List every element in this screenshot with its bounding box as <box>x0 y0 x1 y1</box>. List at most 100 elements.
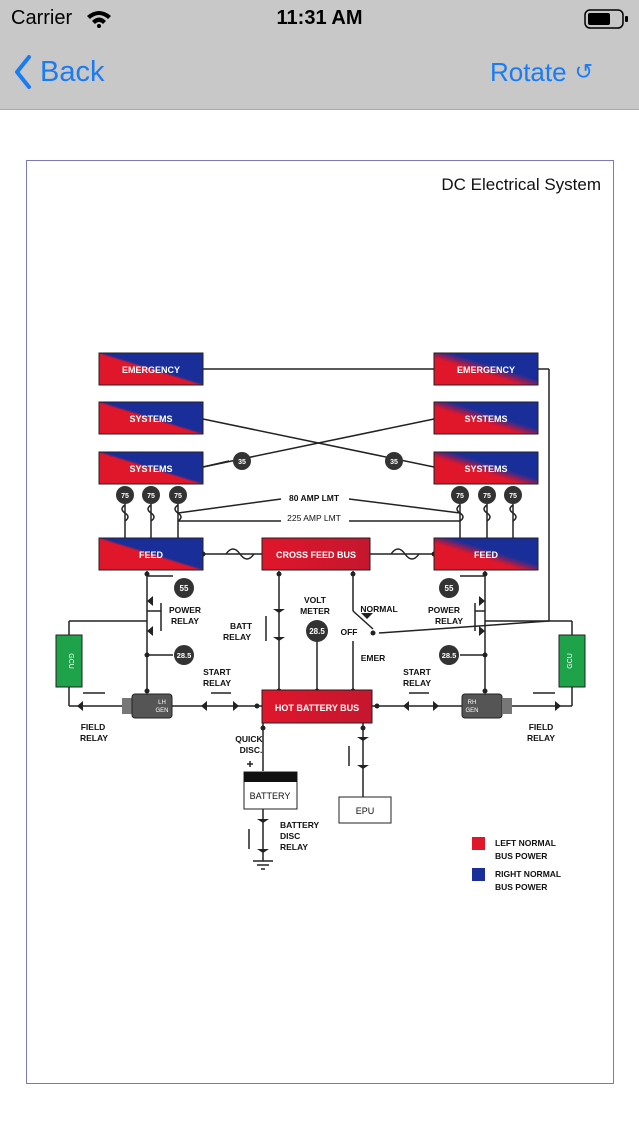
circuit-breaker-75-l2: 75 <box>142 486 160 504</box>
field-relay-right-1: FIELD <box>529 722 554 732</box>
bus-left-systems-2: SYSTEMS <box>98 451 204 485</box>
volt-meter-gauge: 28.5 <box>306 620 328 642</box>
batt-relay-1: BATT <box>230 621 253 631</box>
circuit-breaker-35-left: 35 <box>233 452 251 470</box>
circuit-breaker-75-r1: 75 <box>451 486 469 504</box>
bus-label: SYSTEMS <box>464 414 507 424</box>
breaker-value: 75 <box>147 493 155 500</box>
back-button[interactable]: Back <box>14 50 104 94</box>
breaker-value: 55 <box>445 584 454 593</box>
bus-label: FEED <box>139 550 164 560</box>
bus-cross-feed: CROSS FEED BUS <box>261 537 371 571</box>
diagram-frame: DC Electrical System <box>26 160 614 1084</box>
volt-meter-2: METER <box>300 606 330 616</box>
ground-symbol <box>253 860 273 870</box>
carrier-label: Carrier <box>11 7 73 29</box>
bus-label: SYSTEMS <box>129 414 172 424</box>
bus-left-feed: FEED <box>98 537 204 571</box>
legend: LEFT NORMAL BUS POWER RIGHT NORMAL BUS P… <box>472 837 561 892</box>
wifi-icon <box>87 11 111 28</box>
diagram-labels: 80 AMP LMT 225 AMP LMT POWER RELAY POWER… <box>80 493 555 852</box>
battery-label: BATTERY <box>250 791 291 801</box>
gen-label: RH <box>468 700 477 706</box>
amp-limit-fuses <box>121 504 517 560</box>
epu-label: EPU <box>356 806 375 816</box>
legend-label: LEFT NORMAL <box>495 838 556 848</box>
battery-disc-relay-2: DISC <box>280 831 300 841</box>
batt-relay-2: RELAY <box>223 632 251 642</box>
start-relay-right-1: START <box>403 667 432 677</box>
bus-label: CROSS FEED BUS <box>276 550 356 560</box>
quick-disc-2: DISC. <box>240 745 263 755</box>
bus-hot-battery: HOT BATTERY BUS <box>261 689 373 724</box>
bus-label: SYSTEMS <box>129 464 172 474</box>
gen-label: LH <box>158 700 166 706</box>
gcu-right: GCU <box>558 634 586 688</box>
breaker-value: 28.5 <box>177 651 192 660</box>
dc-electrical-diagram: DC Electrical System <box>55 175 601 892</box>
rh-generator: RH GEN <box>461 693 512 719</box>
bus-label: EMERGENCY <box>457 365 515 375</box>
relay-symbols <box>83 603 555 849</box>
gen-label: GEN <box>155 708 168 714</box>
bus-right-feed: FEED <box>433 537 539 571</box>
field-relay-left-2: RELAY <box>80 733 108 743</box>
gcu-label: GCU <box>567 653 574 669</box>
normal-label: NORMAL <box>360 604 397 614</box>
bus-left-systems-1: SYSTEMS <box>98 401 204 435</box>
gen-label: GEN <box>465 708 478 714</box>
quick-disc-1: QUICK <box>235 734 263 744</box>
volt-meter-value: 28.5 <box>309 627 325 636</box>
rotate-label: Rotate <box>489 56 567 87</box>
power-relay-right-2: RELAY <box>435 616 463 626</box>
breaker-value: 35 <box>238 459 246 466</box>
circuit-breaker-75-l3: 75 <box>169 486 187 504</box>
back-label: Back <box>40 55 105 88</box>
epu-box: EPU <box>338 796 392 824</box>
start-relay-right-2: RELAY <box>403 678 431 688</box>
bus-left-emergency: EMERGENCY <box>98 352 204 386</box>
legend-item-right-normal: RIGHT NORMAL BUS POWER <box>472 868 561 892</box>
legend-item-left-normal: LEFT NORMAL BUS POWER <box>472 837 556 861</box>
breaker-value: 75 <box>483 493 491 500</box>
breaker-value: 75 <box>174 493 182 500</box>
power-relay-right-1: POWER <box>428 605 460 615</box>
rotate-button[interactable]: Rotate ↺ <box>490 50 593 94</box>
circuit-breaker-75-l1: 75 <box>116 486 134 504</box>
bus-label: EMERGENCY <box>122 365 180 375</box>
gcu-left: GCU <box>55 634 83 688</box>
gcu-label: GCU <box>67 653 74 669</box>
breaker-value: 55 <box>180 584 189 593</box>
battery-icon <box>584 9 628 29</box>
start-relay-left-2: RELAY <box>203 678 231 688</box>
breaker-value: 28.5 <box>442 651 457 660</box>
relay-arrows <box>77 596 561 853</box>
circuit-breaker-28-5-right: 28.5 <box>439 645 459 665</box>
status-time: 11:31 AM <box>276 7 363 29</box>
bus-right-systems-2: SYSTEMS <box>433 451 539 485</box>
circuit-breaker-35-right: 35 <box>385 452 403 470</box>
chevron-left-icon <box>15 55 31 89</box>
power-relay-left-2: RELAY <box>171 616 199 626</box>
amp80-label: 80 AMP LMT <box>289 493 340 503</box>
circuit-breaker-55-left: 55 <box>174 578 194 598</box>
circuit-breaker-55-right: 55 <box>439 578 459 598</box>
off-label: OFF <box>341 627 358 637</box>
battery-disc-relay-3: RELAY <box>280 842 308 852</box>
breaker-value: 75 <box>121 493 129 500</box>
bus-label: HOT BATTERY BUS <box>275 703 359 713</box>
bus-label: SYSTEMS <box>464 464 507 474</box>
diagram-title: DC Electrical System <box>441 175 601 194</box>
field-relay-right-2: RELAY <box>527 733 555 743</box>
legend-label: BUS POWER <box>495 851 547 861</box>
emer-label: EMER <box>361 653 386 663</box>
power-relay-left-1: POWER <box>169 605 201 615</box>
bus-right-emergency: EMERGENCY <box>433 352 539 386</box>
legend-label: RIGHT NORMAL <box>495 869 561 879</box>
battery-disc-relay-1: BATTERY <box>280 820 320 830</box>
start-relay-left-1: START <box>203 667 232 677</box>
amp225-label: 225 AMP LMT <box>287 513 341 523</box>
legend-label: BUS POWER <box>495 882 547 892</box>
circuit-breaker-75-r3: 75 <box>504 486 522 504</box>
breaker-value: 75 <box>509 493 517 500</box>
